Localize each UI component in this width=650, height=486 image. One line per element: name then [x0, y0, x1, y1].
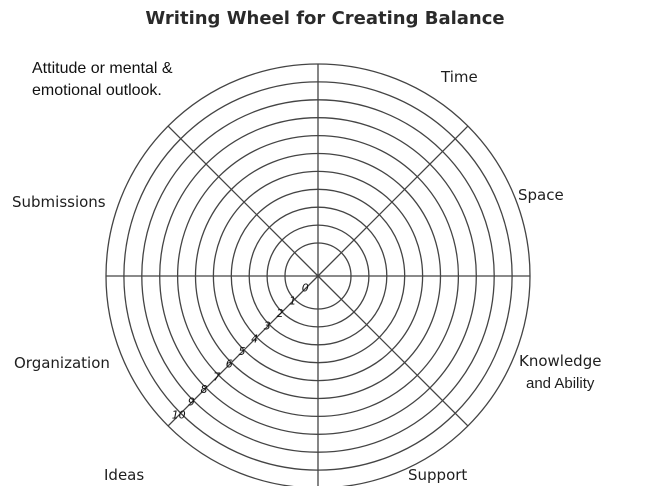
wheel-spokes — [106, 64, 530, 486]
scale-number: 7 — [213, 370, 220, 383]
segment-label-ability: and Ability — [526, 375, 595, 392]
scale-number: 9 — [188, 396, 195, 409]
attitude-note-line-1: Attitude or mental & — [32, 60, 173, 77]
segment-label-support: Support — [408, 466, 468, 484]
segment-label-submissions: Submissions — [12, 193, 106, 211]
attitude-note: Attitude or mental & emotional outlook. — [32, 58, 173, 102]
attitude-note-line-2: emotional outlook. — [32, 82, 162, 99]
segment-label-organization: Organization — [14, 354, 110, 372]
wheel-spoke — [317, 125, 469, 277]
segment-label-time: Time — [441, 68, 478, 86]
scale-number: 6 — [226, 358, 233, 371]
wheel-spoke — [167, 275, 319, 427]
wheel-spoke — [167, 125, 319, 277]
page-title: Writing Wheel for Creating Balance — [145, 8, 505, 29]
scale-number: 2 — [277, 307, 284, 320]
scale-number: 10 — [172, 408, 186, 421]
segment-label-ideas: Ideas — [104, 466, 145, 484]
scale-number: 5 — [239, 345, 246, 358]
segment-label-knowledge: Knowledge — [519, 352, 602, 370]
segment-label-space: Space — [518, 186, 564, 204]
scale-number: 3 — [264, 320, 271, 333]
scale-number: 4 — [251, 332, 258, 345]
scale-number: 1 — [289, 294, 296, 307]
scale-number: 0 — [302, 282, 309, 295]
wheel-spoke — [317, 275, 469, 427]
scale-number: 8 — [201, 383, 208, 396]
